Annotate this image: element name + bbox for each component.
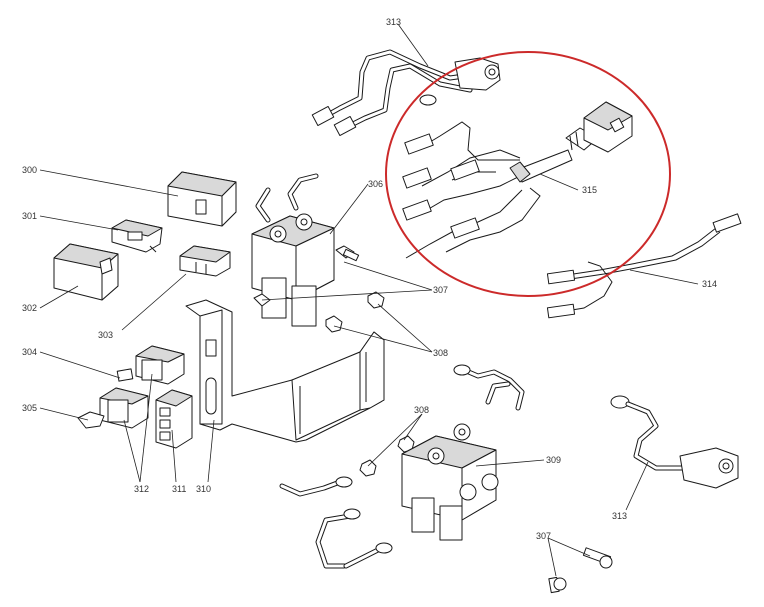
part-307-bolts-lower[interactable] bbox=[548, 547, 613, 594]
label-307-upper: 307 bbox=[433, 285, 448, 295]
short-cable-lower-left[interactable] bbox=[279, 476, 393, 569]
part-311-terminal-block[interactable] bbox=[155, 389, 193, 449]
part-300-cover[interactable] bbox=[167, 171, 237, 227]
label-301: 301 bbox=[22, 211, 37, 221]
label-313-right: 313 bbox=[612, 511, 627, 521]
label-305: 305 bbox=[22, 403, 37, 413]
label-304: 304 bbox=[22, 347, 37, 357]
short-cable-middle[interactable] bbox=[453, 364, 525, 411]
label-308-lower: 308 bbox=[414, 405, 429, 415]
highlight-circle-part-315 bbox=[385, 51, 671, 297]
label-308-upper: 308 bbox=[433, 348, 448, 358]
part-305-connector[interactable] bbox=[77, 387, 149, 429]
part-314-wire-harness[interactable] bbox=[546, 213, 742, 319]
part-307-bolts-upper[interactable] bbox=[253, 245, 360, 307]
part-304-connector[interactable] bbox=[116, 345, 185, 385]
label-309: 309 bbox=[546, 455, 561, 465]
label-310: 310 bbox=[196, 484, 211, 494]
part-309-solenoid[interactable] bbox=[401, 423, 499, 541]
label-311: 311 bbox=[172, 484, 186, 494]
label-312: 312 bbox=[134, 484, 149, 494]
part-308-nuts-upper[interactable] bbox=[325, 291, 385, 333]
label-300: 300 bbox=[22, 165, 37, 175]
label-307-lower: 307 bbox=[536, 531, 551, 541]
part-303-bracket[interactable] bbox=[179, 245, 231, 277]
leader-lines bbox=[39, 23, 699, 577]
part-302-fuse-holder[interactable] bbox=[53, 243, 119, 301]
part-310-mounting-bracket[interactable] bbox=[185, 299, 385, 443]
label-313-top: 313 bbox=[386, 17, 401, 27]
part-301-fuse[interactable] bbox=[111, 219, 163, 253]
part-313-top-cable[interactable] bbox=[311, 49, 501, 137]
part-315-harness-with-connector[interactable] bbox=[402, 101, 633, 259]
label-306: 306 bbox=[368, 179, 383, 189]
part-number-labels: 313 300 301 302 303 304 305 306 307 308 … bbox=[22, 17, 717, 541]
label-314: 314 bbox=[702, 279, 717, 289]
part-308-nuts-lower[interactable] bbox=[359, 435, 415, 477]
part-313-right-cable[interactable] bbox=[610, 395, 739, 489]
label-303: 303 bbox=[98, 330, 113, 340]
label-315: 315 bbox=[582, 185, 597, 195]
label-302: 302 bbox=[22, 303, 37, 313]
